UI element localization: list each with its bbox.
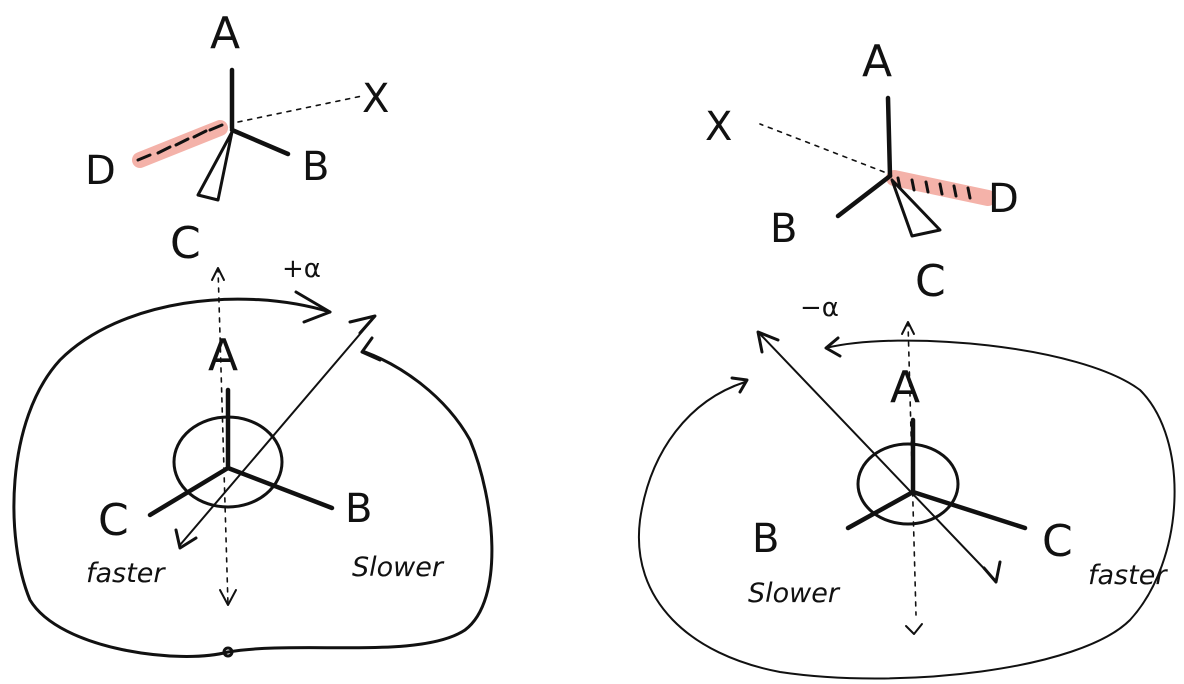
right-newman-front-b	[845, 489, 916, 531]
left-loop-arrowhead-right	[360, 336, 382, 362]
left-newman-projection: A B C	[98, 330, 372, 546]
right-wedge-bond-c	[890, 178, 942, 238]
right-label-d-top: D	[988, 176, 1019, 222]
right-newman-circle	[856, 442, 960, 526]
right-loop-arrowhead-left	[730, 376, 749, 394]
left-diagonal-arrowhead-bottom	[174, 528, 198, 550]
left-hashed-bond-d	[136, 123, 224, 162]
left-slower-label: Slower	[352, 552, 445, 583]
right-bond-a	[885, 95, 893, 179]
left-axis-arrowhead-bottom	[219, 589, 237, 606]
right-bond-b	[835, 173, 893, 219]
right-newman-front-c	[910, 489, 1028, 531]
right-newman-label-b: B	[752, 516, 779, 562]
right-axis-tail-mark	[905, 623, 923, 635]
right-rotation-label: −α	[800, 293, 839, 323]
right-dashed-axis	[907, 321, 917, 616]
right-label-a-top: A	[862, 36, 892, 87]
left-newman-front-b	[225, 465, 335, 511]
right-rotation-loop	[637, 339, 1176, 680]
right-newman-label-a: A	[890, 362, 920, 413]
left-stereocenter: A B C D X	[85, 8, 389, 269]
right-diagonal-arrowhead-bottom	[982, 560, 1002, 584]
right-newman-projection: A B C	[752, 362, 1073, 567]
right-stereocenter: A B C D X	[705, 36, 1019, 307]
left-loop-bottom-dot	[222, 646, 234, 658]
left-newman-label-c: C	[98, 495, 129, 546]
right-slower-label: Slower	[748, 578, 841, 609]
left-dashed-to-x	[237, 95, 363, 123]
left-panel: A B C D X +α A B C faster S	[12, 8, 494, 658]
left-diagonal-arrowhead-top	[348, 314, 377, 335]
right-axis-arrowhead-top	[901, 321, 915, 335]
left-axis-arrowhead-top	[211, 267, 225, 281]
right-panel: A B C D X −α A B C faster Slower	[637, 36, 1176, 680]
left-dashed-axis	[217, 267, 229, 606]
right-newman-label-c: C	[1042, 516, 1073, 567]
right-label-b-top: B	[770, 206, 797, 252]
right-faster-label: faster	[1088, 560, 1168, 591]
left-newman-label-b: B	[345, 486, 372, 532]
left-label-a-top: A	[210, 8, 240, 59]
left-newman-label-a: A	[208, 330, 238, 381]
left-label-d-top: D	[85, 148, 116, 194]
left-label-x-top: X	[362, 76, 389, 122]
left-diagonal-arrow	[179, 319, 373, 546]
right-dashed-to-x	[759, 123, 885, 173]
right-diagonal-arrowhead-top	[756, 330, 780, 354]
left-loop-arrowhead-top	[294, 290, 332, 324]
right-hashed-bond-d	[896, 176, 972, 200]
left-faster-label: faster	[86, 558, 166, 589]
left-label-c-top: C	[170, 218, 201, 269]
left-bond-b	[229, 127, 291, 157]
right-label-x-top: X	[705, 104, 732, 150]
right-label-c-top: C	[915, 256, 946, 307]
left-newman-front-c	[147, 465, 231, 518]
right-diagonal-arrow	[759, 333, 996, 581]
left-rotation-label: +α	[282, 254, 321, 284]
right-loop-arrowhead-top	[824, 336, 842, 358]
left-wedge-bond-c	[196, 130, 234, 202]
left-rotation-loop	[12, 297, 494, 658]
left-label-b-top: B	[302, 144, 329, 190]
